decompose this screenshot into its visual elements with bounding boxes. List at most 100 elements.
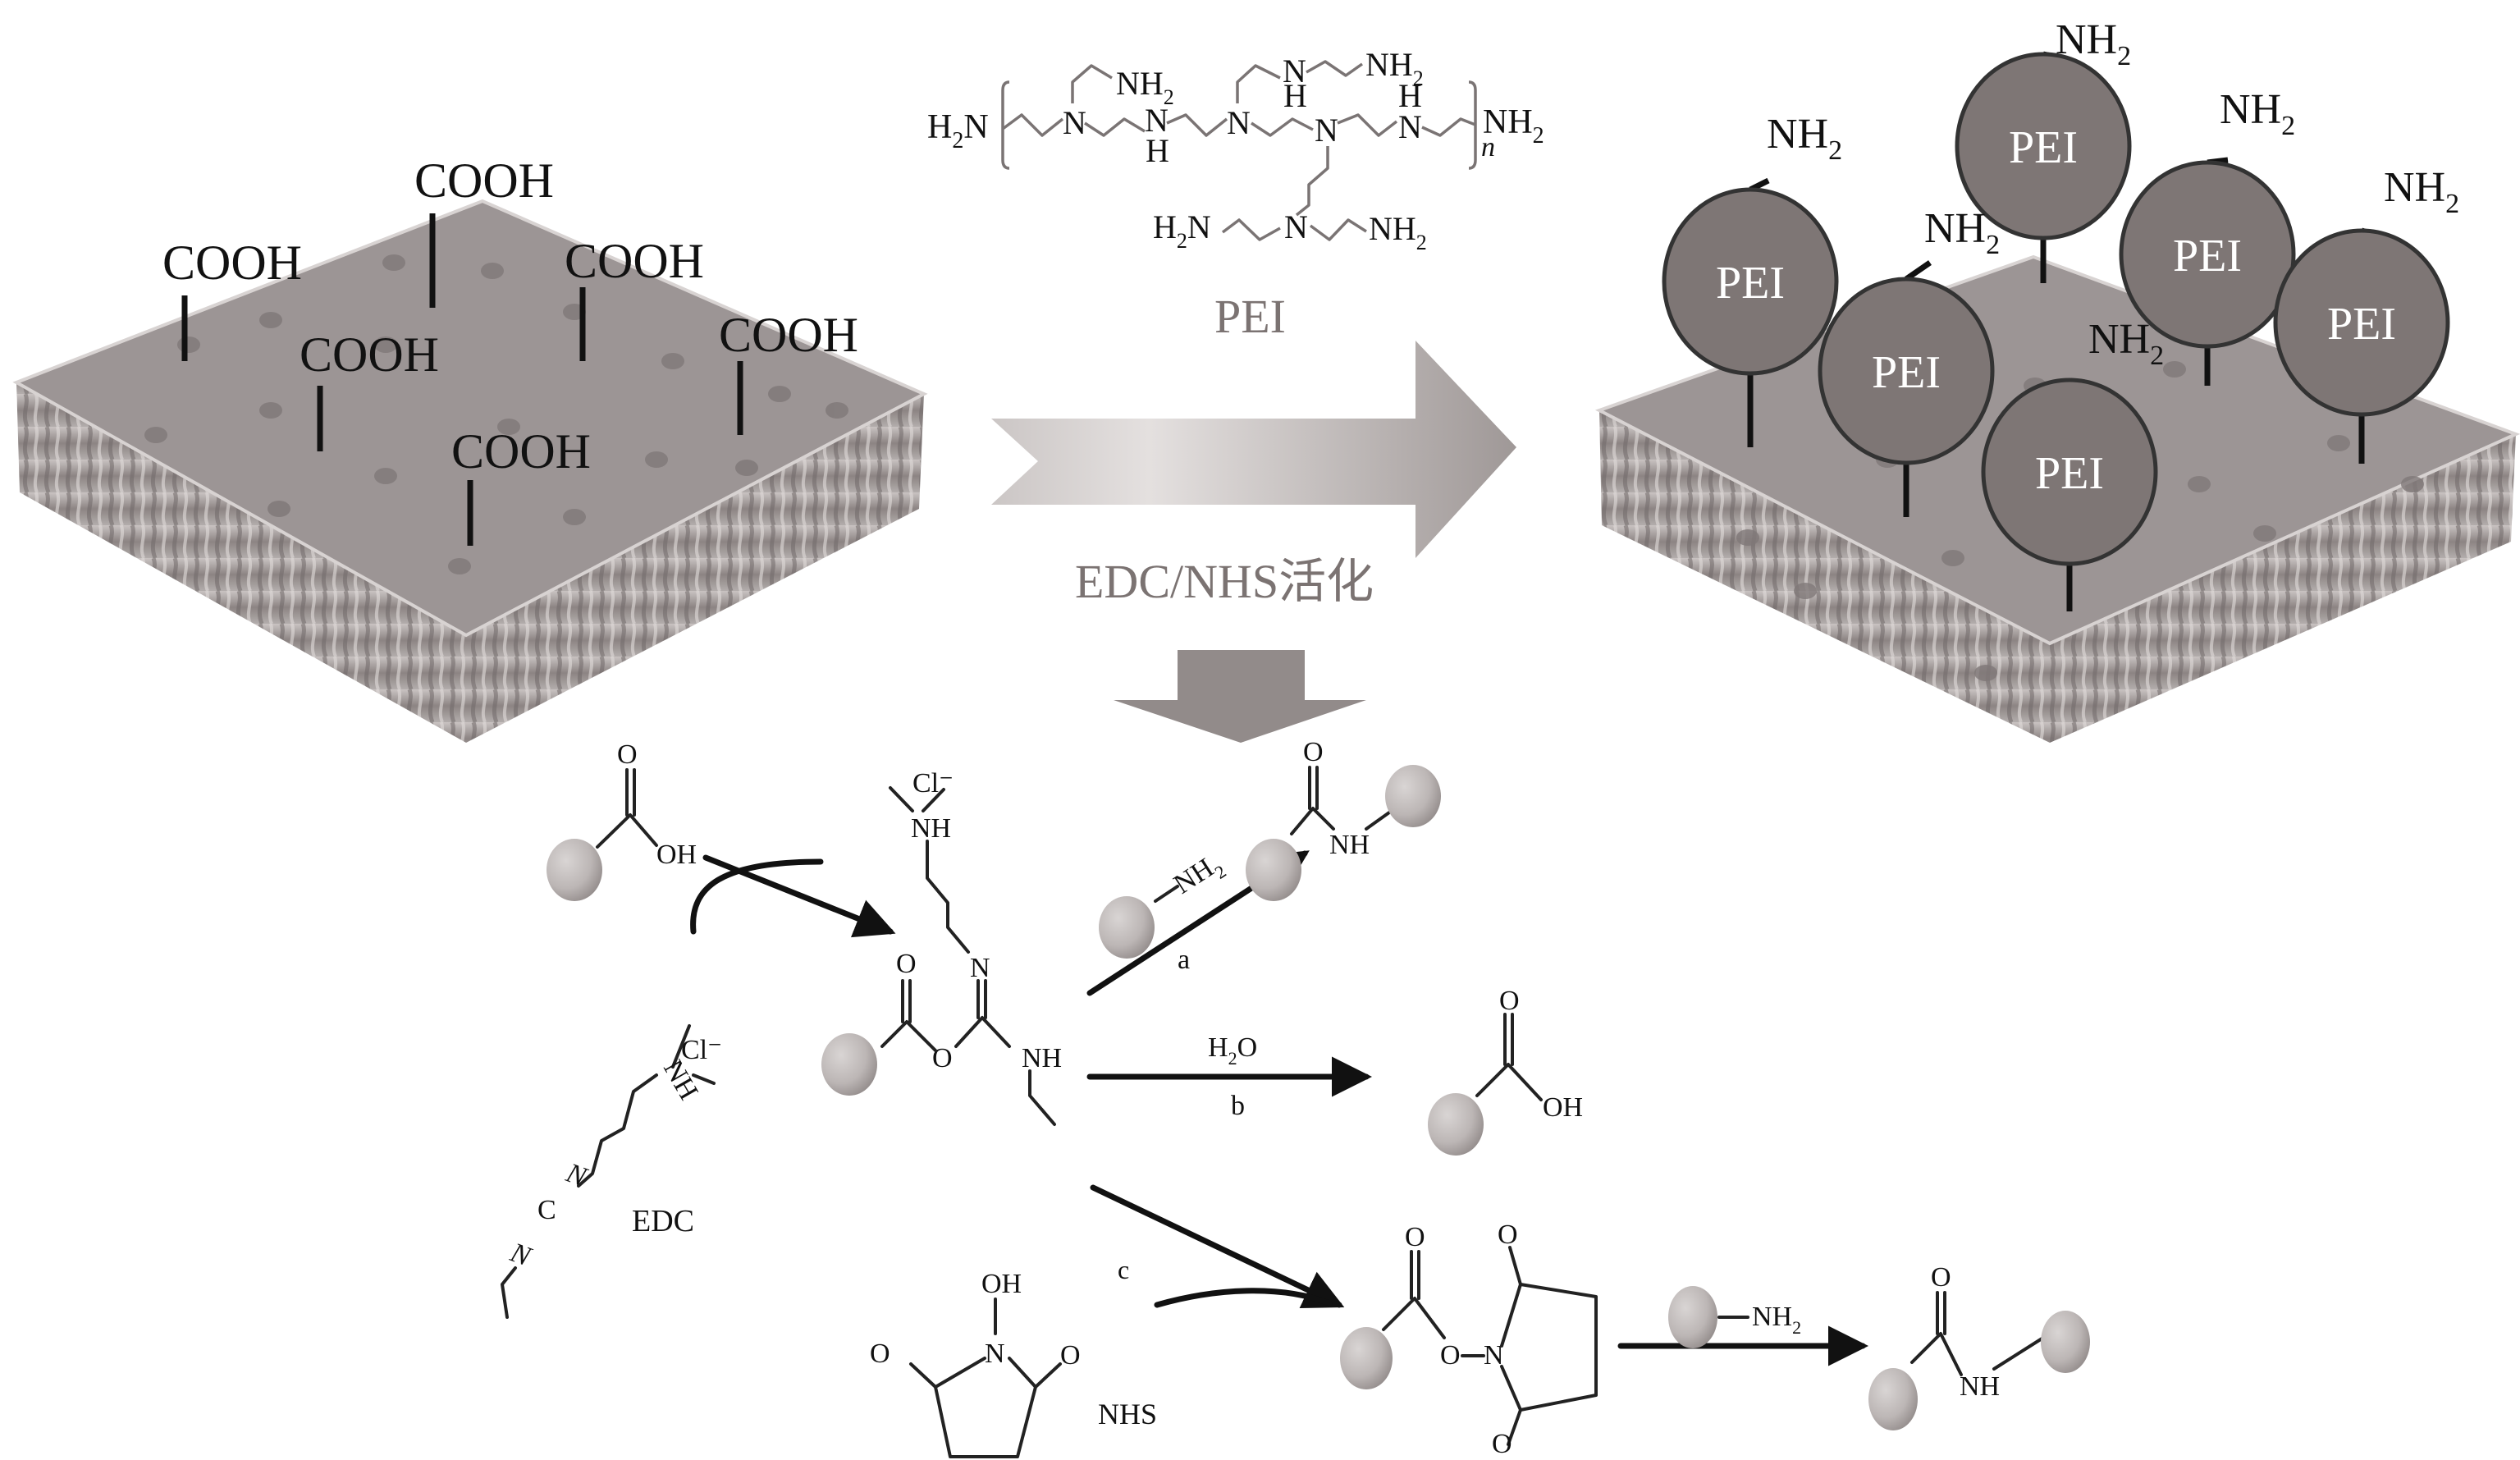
pei-atom-n: N (1063, 104, 1086, 141)
cooh-label: COOH (565, 234, 704, 288)
nhs-ring (1500, 1283, 1598, 1412)
double-bond (1503, 1013, 1514, 1066)
atom-nh: NH (1960, 1371, 2000, 1402)
atom-nh: NH (911, 813, 951, 844)
bead (1246, 839, 1301, 901)
nh2-label: NH2 (1767, 111, 1842, 166)
pei-backbone (1001, 113, 1064, 137)
membrane-top-face (12, 199, 928, 638)
pei-atom-n: N (1284, 208, 1308, 245)
bond (1382, 1297, 1446, 1339)
atom-o: O (1498, 1220, 1518, 1250)
pei-atom-h: H (1146, 132, 1169, 169)
double-bond (625, 768, 636, 817)
path-a-label: a (1178, 945, 1190, 975)
atom-o: O (896, 949, 917, 979)
nh2-label: NH2 (2384, 164, 2459, 219)
pei-particle (1955, 52, 2132, 240)
nh2-label: NH2 (2220, 86, 2295, 141)
bond (1365, 811, 1391, 831)
atom-nh: NH (1022, 1043, 1062, 1073)
pei-atom-n: N (1227, 104, 1251, 141)
bead (547, 839, 602, 901)
nhs-ring (934, 1357, 1037, 1458)
double-bond (1410, 1250, 1420, 1300)
pei-atom-h: H (1398, 77, 1422, 114)
pei-bond (1166, 113, 1228, 137)
bead (2041, 1311, 2090, 1373)
bead (1428, 1093, 1484, 1156)
pei-particle-label: PEI (1716, 258, 1785, 309)
bond (1475, 1063, 1543, 1101)
nh2-stick (1905, 260, 1932, 281)
nhs-label: NHS (1098, 1398, 1157, 1430)
atom-cl: Cl⁻ (681, 1035, 722, 1065)
atom-n: N (561, 1157, 592, 1193)
nhs-molecule: OH N O O NHS (870, 1269, 1157, 1458)
pei-particle-label: PEI (2173, 231, 2242, 281)
pei-subscript-n: n (1481, 132, 1495, 162)
pei-bond (1306, 60, 1364, 77)
bond (596, 813, 658, 849)
pei-atom-n: N (1398, 108, 1422, 145)
cooh-label: COOH (162, 236, 302, 290)
bond (501, 1266, 517, 1319)
reaction-arrow-right (991, 341, 1516, 558)
bond (671, 1024, 716, 1085)
pei-bracket-right (1468, 80, 1477, 170)
path-c-arrow (1090, 1184, 1345, 1309)
atom-o: O (1060, 1340, 1081, 1371)
bead (821, 1033, 877, 1096)
pei-bond (1337, 113, 1398, 137)
double-bond (1936, 1291, 1946, 1335)
path-c-label: c (1118, 1255, 1129, 1284)
pei-atom-n: N (1283, 53, 1306, 89)
bead (1668, 1286, 1717, 1348)
pei-particle (2119, 160, 2296, 349)
bead (1868, 1368, 1918, 1430)
atom-o: O (1492, 1429, 1512, 1459)
mechanism: O OH Cl⁻ NH N C N EDC Cl⁻ NH N O (501, 737, 2090, 1459)
pei-bond (1236, 64, 1281, 103)
atom-nh: NH (1329, 830, 1370, 860)
final-step-reagent: NH2 (1752, 1302, 1801, 1338)
atom-o: O (1405, 1222, 1425, 1252)
edc-nhs-activation-label: EDC/NHS活化 (1075, 555, 1374, 608)
left-membrane: COOH COOH COOH COOH COOH COOH (12, 153, 928, 743)
nh2-label: NH2 (2056, 16, 2131, 71)
pei-particle-label: PEI (2327, 299, 2396, 350)
pei-branch-h2n: H2N (1153, 208, 1211, 253)
pei-bond (1309, 218, 1367, 241)
atom-n: N (505, 1237, 536, 1273)
pei-bracket-left (1001, 80, 1010, 170)
reaction-arrow (702, 854, 896, 938)
bond (577, 1073, 658, 1188)
edc-molecule: Cl⁻ NH N C N EDC (501, 1024, 722, 1319)
pei-particle-label: PEI (1872, 347, 1941, 398)
bond (926, 840, 970, 954)
atom-o: O (1931, 1262, 1951, 1293)
atom-o: O (932, 1043, 953, 1073)
pei-particle (1981, 378, 2158, 566)
pei-particle-label: PEI (2009, 122, 2078, 173)
cooh-label: COOH (719, 308, 858, 362)
nhs-ester-molecule: O O N O O (1340, 1220, 1598, 1459)
atom-n: N (985, 1339, 1005, 1369)
double-bond (901, 979, 912, 1023)
atom-oh: OH (1543, 1092, 1583, 1123)
double-bond (1507, 1246, 1522, 1446)
pei-atom-n: N (1315, 112, 1338, 149)
pei-caption: PEI (1214, 290, 1286, 343)
pei-particle-label: PEI (2035, 448, 2104, 499)
pei-atom-h: H (1283, 77, 1307, 114)
intermediate-molecule: Cl⁻ NH N O O NH (821, 768, 1062, 1126)
atom-n: N (970, 953, 990, 983)
membrane-left-side (16, 382, 466, 743)
atom-o: O (1303, 737, 1324, 767)
pei-bond (1221, 218, 1281, 241)
bond (1290, 807, 1335, 835)
bond (1154, 885, 1179, 903)
path-b-label: b (1231, 1091, 1245, 1121)
atom-o: O (1499, 986, 1520, 1016)
path-b-reagent: H2O (1208, 1032, 1257, 1069)
